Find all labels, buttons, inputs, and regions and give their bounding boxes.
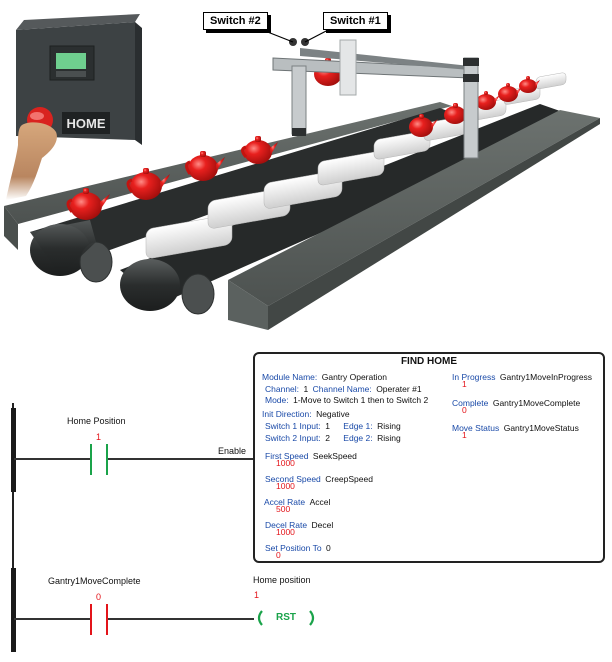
front-rail — [228, 280, 268, 330]
set-position-row: Set Position To 0 — [265, 538, 331, 556]
in-progress-row: In Progress Gantry1MoveInProgress — [452, 367, 592, 385]
move-status-key: Move Status — [452, 423, 500, 433]
rung1-rail-segment — [11, 408, 16, 492]
mode-key: Mode: — [265, 395, 289, 405]
channel-name-value: Operater #1 — [376, 384, 422, 394]
channel-name-key: Channel Name: — [312, 384, 372, 394]
complete-value: 0 — [462, 405, 467, 415]
rung2-rail-segment — [11, 568, 16, 652]
accel-key: Accel Rate — [264, 497, 306, 507]
channel-key: Channel: — [265, 384, 300, 394]
in-progress-key: In Progress — [452, 372, 496, 382]
decel-tag: Decel — [311, 520, 334, 530]
switch1-input-value: 1 — [325, 421, 330, 431]
decel-row: Decel Rate Decel — [265, 515, 333, 533]
find-home-function-block[interactable]: FIND HOME Module Name: Gantry Operation … — [253, 352, 605, 563]
in-progress-value: 1 — [462, 379, 467, 389]
second-speed-key: Second Speed — [265, 474, 321, 484]
rung1-wire-left — [14, 458, 90, 460]
move-status-value: 1 — [462, 430, 467, 440]
accel-row: Accel Rate Accel — [264, 492, 330, 510]
coil-rst-text: RST — [276, 612, 296, 623]
second-speed-row: Second Speed CreepSpeed — [265, 469, 373, 487]
complete-row: Complete Gantry1MoveComplete — [452, 393, 580, 411]
rung2-contact-value: 0 — [96, 592, 102, 602]
first-speed-key: First Speed — [265, 451, 309, 461]
channel-value: 1 — [303, 384, 309, 394]
edge2-value: Rising — [377, 433, 401, 443]
mode-value: 1-Move to Switch 1 then to Switch 2 — [293, 395, 429, 405]
rung1-wire-right — [108, 458, 253, 460]
second-speed-value: 1000 — [276, 481, 295, 491]
set-position-key: Set Position To — [265, 543, 322, 553]
channel-row: Channel: 1 Channel Name: Operater #1 — [265, 379, 422, 397]
switch2-row: Switch 2 Input: 2 Edge 2: Rising — [265, 428, 401, 446]
decel-value: 1000 — [276, 527, 295, 537]
module-name-key: Module Name: — [262, 372, 318, 382]
reset-coil[interactable]: RST — [254, 608, 318, 628]
complete-key: Complete — [452, 398, 489, 408]
accel-tag: Accel — [309, 497, 331, 507]
rung2-contact-left-bar[interactable] — [90, 604, 92, 635]
coil-parens-icon — [257, 610, 315, 626]
switch2-input-value: 2 — [325, 433, 330, 443]
rung2-wire-left — [14, 618, 90, 620]
scene-graphic: HOME — [4, 14, 600, 330]
accel-value: 500 — [276, 504, 291, 514]
conveyor-gantry-illustration: HOME — [4, 12, 600, 330]
rung1-contact-left-bar[interactable] — [90, 444, 92, 475]
complete-tag: Gantry1MoveComplete — [492, 398, 581, 408]
left-conveyor-belt — [30, 108, 470, 268]
coil-value: 1 — [254, 590, 260, 600]
switch2-callout: Switch #2 — [203, 12, 268, 30]
second-speed-tag: CreepSpeed — [325, 474, 373, 484]
switch1-callout: Switch #1 — [323, 12, 388, 30]
lcd-screen — [56, 53, 86, 69]
mode-row: Mode: 1-Move to Switch 1 then to Switch … — [265, 390, 428, 408]
gantry — [272, 38, 479, 159]
first-speed-row: First Speed SeekSpeed — [265, 446, 357, 464]
control-panel: HOME — [16, 14, 142, 145]
edge1-value: Rising — [377, 421, 401, 431]
first-speed-value: 1000 — [276, 458, 295, 468]
move-status-tag: Gantry1MoveStatus — [503, 423, 579, 433]
edge1-key: Edge 1: — [343, 421, 373, 431]
first-speed-tag: SeekSpeed — [312, 451, 357, 461]
rung1-contact-value: 1 — [96, 432, 102, 442]
edge2-key: Edge 2: — [343, 433, 373, 443]
trays — [145, 72, 567, 259]
decel-key: Decel Rate — [265, 520, 308, 530]
in-progress-tag: Gantry1MoveInProgress — [499, 372, 593, 382]
switch1-input-key: Switch 1 Input: — [265, 421, 321, 431]
rung1-contact-right-bar[interactable] — [106, 444, 108, 475]
coil-label: Home position — [253, 575, 311, 585]
module-name-row: Module Name: Gantry Operation — [262, 367, 387, 385]
block-title: FIND HOME — [400, 356, 458, 367]
module-name-value: Gantry Operation — [321, 372, 387, 382]
rung2-contact-right-bar[interactable] — [106, 604, 108, 635]
rung1-contact-label: Home Position — [67, 416, 126, 426]
switch2-input-key: Switch 2 Input: — [265, 433, 321, 443]
hand-icon — [6, 122, 57, 200]
enable-label: Enable — [218, 446, 247, 456]
init-direction-value: Negative — [316, 409, 350, 419]
teapots — [66, 58, 540, 220]
set-position-value: 0 — [276, 550, 281, 560]
set-position-tag: 0 — [326, 543, 331, 553]
rung2-contact-label: Gantry1MoveComplete — [48, 576, 141, 586]
switch1-row: Switch 1 Input: 1 Edge 1: Rising — [265, 416, 401, 434]
home-label: HOME — [67, 116, 106, 131]
init-direction-row: Init Direction: Negative — [262, 404, 350, 422]
move-status-row: Move Status Gantry1MoveStatus — [452, 418, 579, 436]
left-power-rail — [12, 403, 14, 652]
rung2-wire-right — [108, 618, 254, 620]
init-direction-key: Init Direction: — [262, 409, 312, 419]
